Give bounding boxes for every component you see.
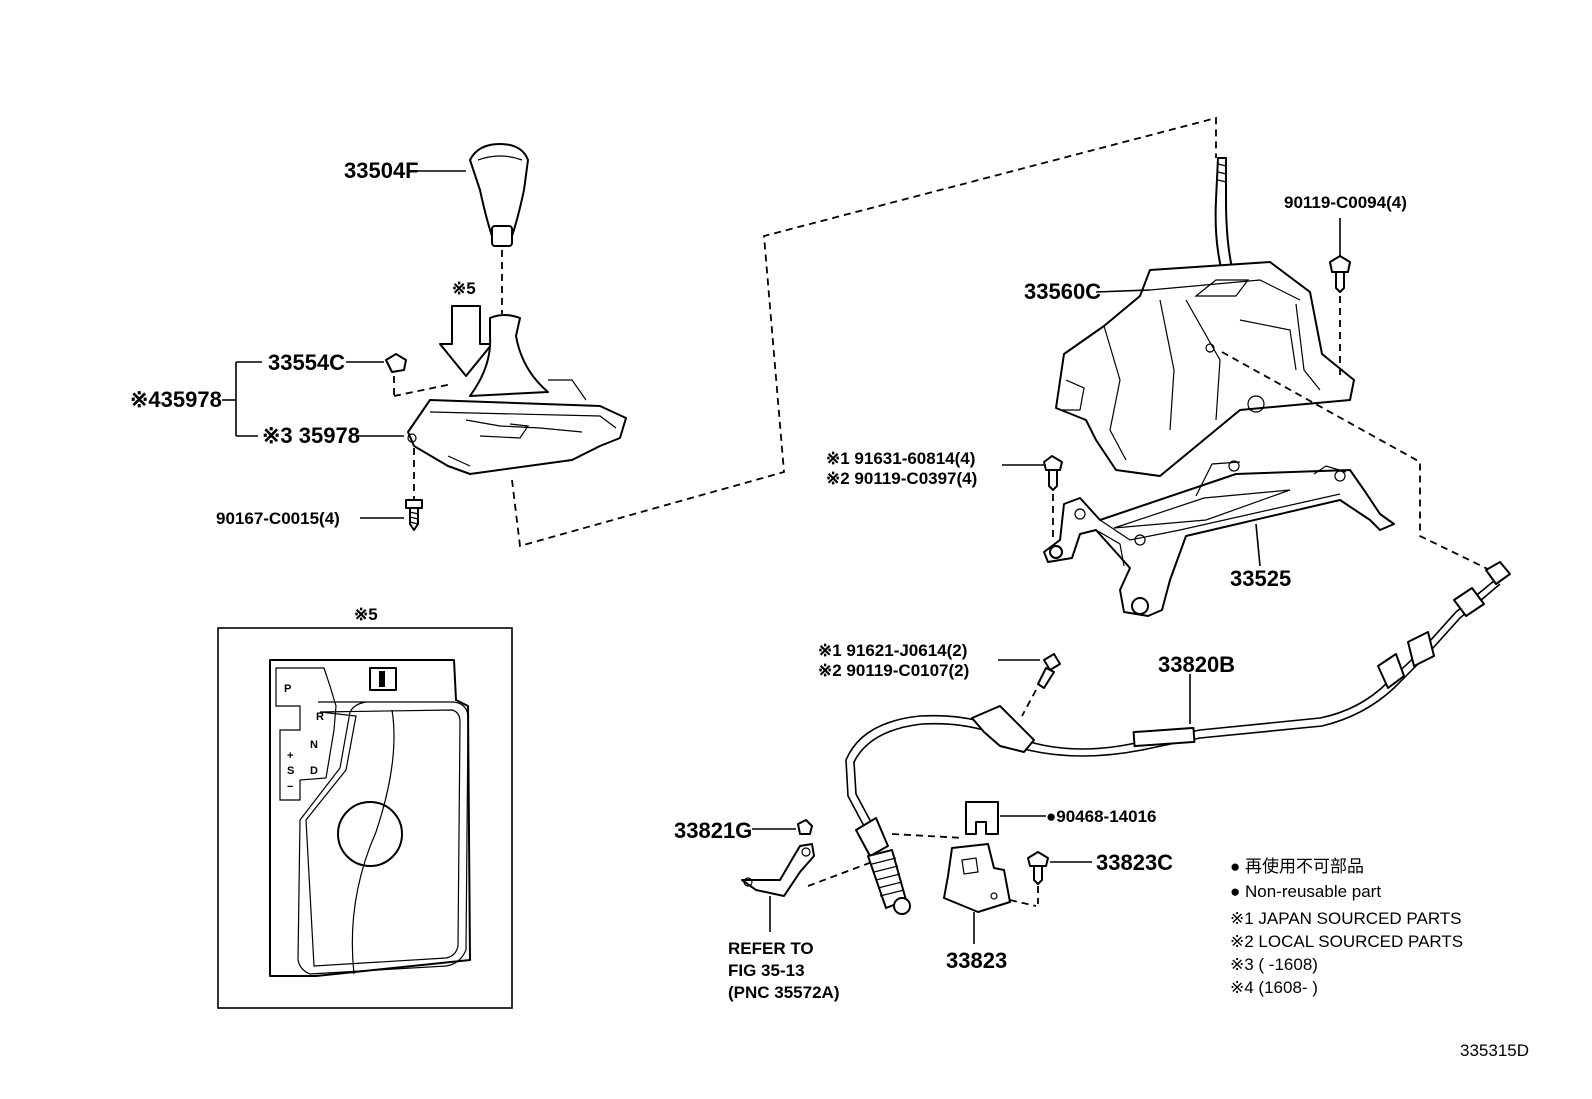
bolt-91631 <box>1043 455 1063 491</box>
legend-note3: ※3 ( -1608) <box>1230 955 1318 974</box>
label-mark5-top: ※5 <box>452 279 476 298</box>
detail-view-box <box>217 627 513 1009</box>
nut-33821g <box>797 819 813 835</box>
clip-33554c <box>385 353 407 373</box>
legend-note1: ※1 JAPAN SOURCED PARTS <box>1230 909 1462 928</box>
label-mark5-box: ※5 <box>354 605 378 624</box>
label-33560c: 33560C <box>1024 279 1101 304</box>
refer-line-2: FIG 35-13 <box>728 961 805 980</box>
shift-cable-33820b <box>845 561 1511 915</box>
label-33823: 33823 <box>946 948 1007 973</box>
label-90119-c0094: 90119-C0094(4) <box>1284 193 1407 212</box>
label-35978-note3: ※3 35978 <box>262 423 360 448</box>
label-35978-note4: ※435978 <box>130 387 222 412</box>
shift-gate-detail <box>269 659 471 977</box>
label-90167: 90167-C0015(4) <box>216 509 340 528</box>
label-33820b: 33820B <box>1158 652 1235 677</box>
clip-90468 <box>965 801 999 835</box>
label-33821g: 33821G <box>674 818 752 843</box>
bracket-33525 <box>1043 460 1395 617</box>
bracket-33823 <box>943 843 1011 913</box>
refer-line-3: (PNC 35572A) <box>728 983 840 1002</box>
label-33823c: 33823C <box>1096 850 1173 875</box>
label-90119-c0107: ※2 90119-C0107(2) <box>818 661 969 680</box>
legend: ● 再使用不可部品 ● Non-reusable part ※1 JAPAN S… <box>1230 856 1463 997</box>
figure-id: 335315D <box>1460 1041 1529 1060</box>
legend-note2: ※2 LOCAL SOURCED PARTS <box>1230 932 1463 951</box>
view-arrow-icon <box>439 305 493 377</box>
gate-letter-n: N <box>310 739 318 751</box>
bolt-33823c <box>1027 851 1049 885</box>
label-90119-c0397: ※2 90119-C0397(4) <box>826 469 977 488</box>
label-90468: ●90468-14016 <box>1046 807 1156 826</box>
label-91631: ※1 91631-60814(4) <box>826 449 975 468</box>
label-33554c: 33554C <box>268 350 345 375</box>
legend-note4: ※4 (1608- ) <box>1230 978 1318 997</box>
gate-letter-d: D <box>310 765 318 777</box>
bolt-91621 <box>1037 653 1061 689</box>
gate-letter-minus: − <box>287 781 293 793</box>
gate-letter-plus: + <box>287 750 293 762</box>
cable-bracket <box>741 843 815 897</box>
shift-lever-indicator-housing <box>407 314 627 475</box>
shift-lever-33560c <box>1055 157 1355 477</box>
label-33504f: 33504F <box>344 158 419 183</box>
label-91621: ※1 91621-J0614(2) <box>818 641 967 660</box>
shift-knob-33504f <box>469 143 529 247</box>
label-33525: 33525 <box>1230 566 1291 591</box>
refer-line-1: REFER TO <box>728 939 814 958</box>
screw-90167 <box>405 499 423 531</box>
bolt-90119-c0094 <box>1329 255 1351 293</box>
gate-letter-s: S <box>287 765 294 777</box>
gate-letter-r: R <box>316 711 324 723</box>
legend-nonreusable-jp: ● 再使用不可部品 <box>1230 856 1364 876</box>
legend-nonreusable-en: ● Non-reusable part <box>1230 882 1381 901</box>
gate-letter-p: P <box>284 683 291 695</box>
